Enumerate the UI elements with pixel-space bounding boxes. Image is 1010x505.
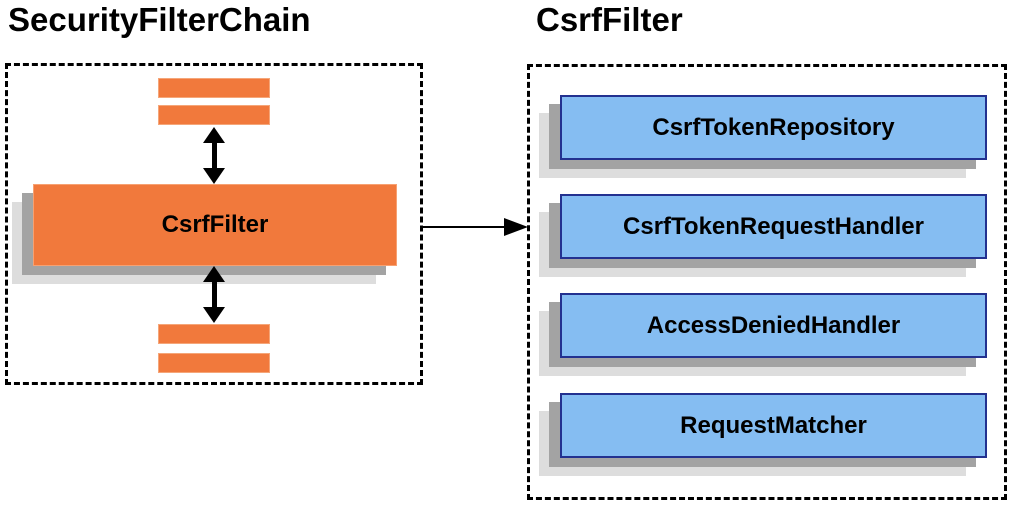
filter-bar-bottom-1 [158,324,270,344]
right-arrow-icon [504,218,528,236]
bidirectional-arrow-icon [203,127,225,184]
component-csrf-token-repository: CsrfTokenRepository [560,95,987,160]
arrow-shaft [211,278,217,311]
security-filter-chain-title: SecurityFilterChain [8,1,311,38]
csrf-filter-box: CsrfFilter [33,184,397,266]
filter-bar-top-2 [158,105,270,125]
security-filter-chain-container: CsrfFilter [5,63,423,385]
filter-bar-bottom-2 [158,353,270,373]
arrow-shaft [211,139,217,172]
component-access-denied-handler: AccessDeniedHandler [560,293,987,358]
csrf-filter-panel-title: CsrfFilter [536,1,683,38]
component-csrf-token-request-handler: CsrfTokenRequestHandler [560,194,987,259]
bidirectional-arrow-icon [203,266,225,323]
connector-line [423,226,507,228]
arrow-up-head-icon [203,266,225,282]
csrf-filter-detail-container: CsrfTokenRepository CsrfTokenRequestHand… [527,64,1007,500]
filter-bar-top-1 [158,78,270,98]
arrow-up-head-icon [203,127,225,143]
component-request-matcher: RequestMatcher [560,393,987,458]
arrow-down-head-icon [203,307,225,323]
arrow-down-head-icon [203,168,225,184]
